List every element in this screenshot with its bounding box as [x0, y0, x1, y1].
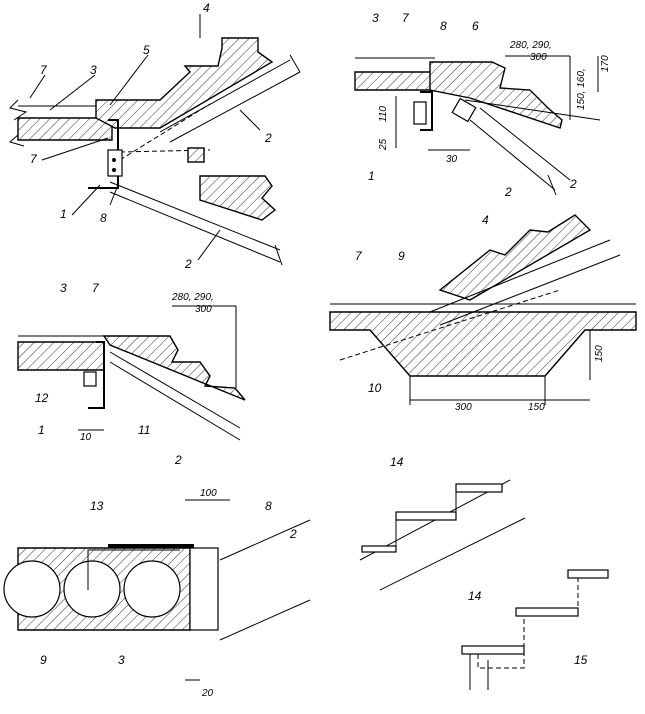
label-2: 2 [174, 453, 182, 467]
label-3: 3 [60, 281, 67, 295]
label-11: 11 [138, 423, 150, 437]
label-2: 2 [504, 185, 512, 199]
label-3: 3 [118, 653, 125, 667]
dim-150-h: 150 [594, 345, 605, 362]
detail-a: 4 7 3 5 7 2 1 8 2 [8, 1, 301, 271]
label-1: 1 [38, 423, 45, 437]
stair-flight [102, 335, 246, 401]
detail-c: 4 2 7 9 10 150 300 150 [329, 177, 637, 413]
label-15: 15 [574, 653, 588, 667]
dim-150: 150 [528, 402, 545, 413]
dim-tread-1: 280, 290, [171, 292, 214, 303]
label-9: 9 [398, 249, 405, 263]
label-2: 2 [569, 177, 577, 191]
dim-tread-1: 280, 290, [509, 40, 552, 51]
label-3: 3 [372, 11, 379, 25]
dim-30: 30 [446, 154, 458, 165]
detail-d: 3 7 12 1 11 2 280, 290, 300 10 [17, 281, 246, 467]
label-2: 2 [264, 131, 272, 145]
dim-300: 300 [455, 402, 472, 413]
label-8: 8 [265, 499, 272, 513]
label-7: 7 [402, 11, 410, 25]
detail-f: 14 14 15 [359, 455, 609, 690]
label-13: 13 [90, 499, 104, 513]
dim-10: 10 [80, 432, 92, 443]
stair-flight [95, 37, 274, 129]
label-5: 5 [143, 43, 150, 57]
label-7: 7 [40, 63, 48, 77]
label-10: 10 [368, 381, 382, 395]
floor-slab [17, 117, 113, 141]
label-4: 4 [203, 1, 210, 15]
label-8: 8 [440, 19, 447, 33]
floor-slab [354, 71, 436, 91]
label-7: 7 [92, 281, 100, 295]
dim-20: 20 [201, 688, 214, 699]
label-7: 7 [355, 249, 363, 263]
label-9: 9 [40, 653, 47, 667]
label-8: 8 [100, 211, 107, 225]
label-12: 12 [35, 391, 49, 405]
label-7b: 7 [30, 152, 38, 166]
dim-tread-2: 300 [530, 52, 547, 63]
detail-e: 13 8 2 9 3 100 20 [3, 488, 311, 699]
label-1: 1 [368, 169, 375, 183]
dim-100: 100 [200, 488, 217, 499]
label-14b: 14 [468, 589, 482, 603]
label-6: 6 [472, 19, 479, 33]
label-3: 3 [90, 63, 97, 77]
stair-flight [438, 214, 592, 301]
dim-tread-2: 300 [195, 304, 212, 315]
label-2: 2 [289, 527, 297, 541]
label-4: 4 [482, 213, 489, 227]
label-1: 1 [60, 207, 67, 221]
detail-b: 3 7 8 6 1 2 280, 290, 300 150, 160, 170 … [354, 11, 611, 199]
label-2b: 2 [184, 257, 192, 271]
dim-riser-2: 170 [600, 55, 611, 72]
stair-flight [429, 61, 563, 129]
lower-step [199, 175, 277, 221]
dim-110: 110 [378, 106, 389, 122]
floor-slab [17, 341, 105, 371]
dim-riser-1: 150, 160, [576, 68, 587, 110]
label-14: 14 [390, 455, 404, 469]
dim-25: 25 [378, 138, 389, 151]
